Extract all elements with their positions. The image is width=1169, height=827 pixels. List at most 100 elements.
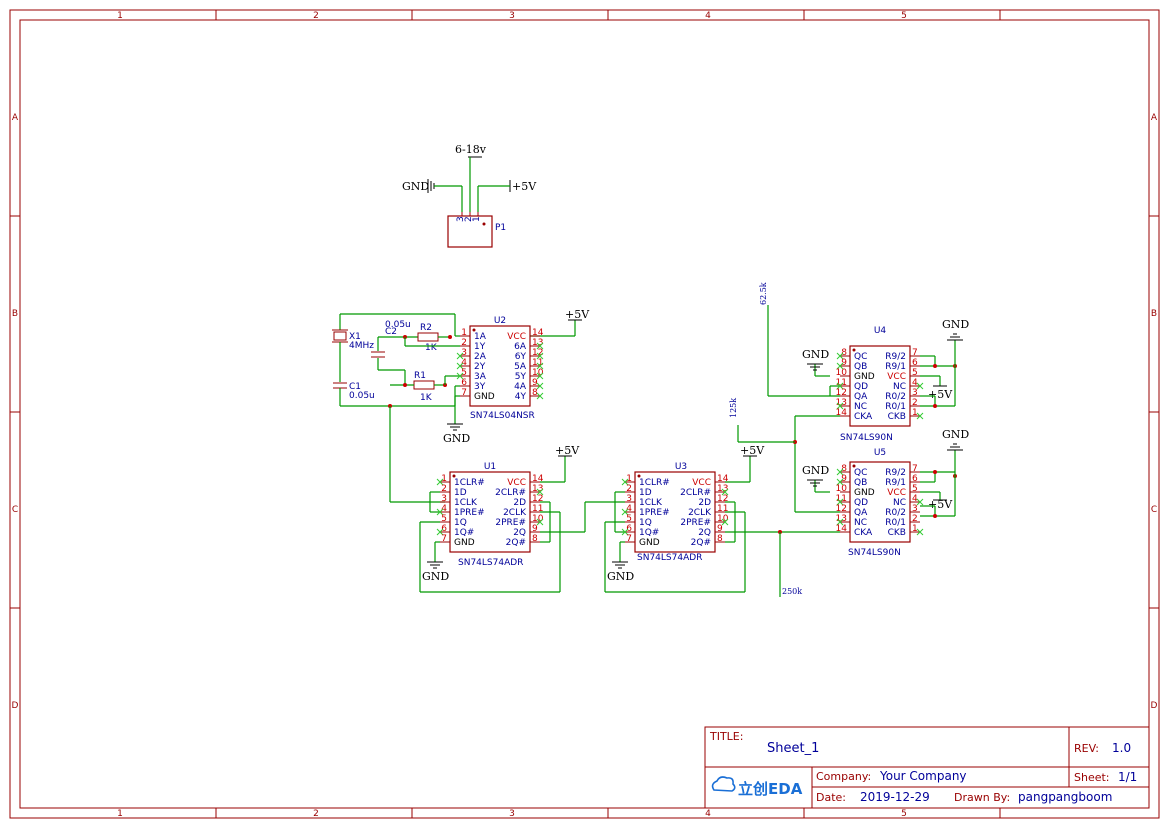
r2-value: 1K xyxy=(425,343,438,353)
u4-pin-name: QB xyxy=(854,362,867,372)
u2-pin-name: 1Y xyxy=(474,342,486,352)
u2-pin-number: 9 xyxy=(532,378,538,388)
ic-u5[interactable]: U5 SN74LS90N GND GND +5V xyxy=(802,428,969,558)
u5-pin-number: 7 xyxy=(912,464,918,474)
u5-pin-name: QC xyxy=(854,468,867,478)
col-label-top: 1 xyxy=(117,11,123,21)
u4-pin-name: NC xyxy=(854,402,867,412)
u1-pin-number: 5 xyxy=(441,514,447,524)
u5-pin-name: R0/1 xyxy=(885,518,906,528)
gnd-label-u4-left: GND xyxy=(802,348,829,361)
vcc-label-u4: +5V xyxy=(928,388,953,401)
u1-pin-name: 2Q# xyxy=(506,538,526,548)
row-label-right: C xyxy=(1151,505,1157,515)
u4-pin-number: 8 xyxy=(841,348,847,358)
u3-pin-name: GND xyxy=(639,538,660,548)
u1-pin-number: 2 xyxy=(441,484,447,494)
u3-pin-name: 2Q xyxy=(698,528,711,538)
u1-pin-number: 14 xyxy=(532,474,544,484)
crystal-x1[interactable] xyxy=(332,329,348,343)
u5-pin-number: 14 xyxy=(836,524,848,534)
ic-u4[interactable]: U4 SN74LS90N GND GND +5V xyxy=(802,318,969,443)
u4-pin-name: R9/2 xyxy=(885,352,906,362)
u3-pin-name: 1PRE# xyxy=(639,508,670,518)
u3-pin-name: 2CLK xyxy=(688,508,712,518)
u5-part: SN74LS90N xyxy=(848,548,901,558)
u1-pin-name: GND xyxy=(454,538,475,548)
u4-pin-number: 7 xyxy=(912,348,918,358)
no-connect-icon xyxy=(456,362,464,370)
c2-designator: C2 xyxy=(385,327,397,337)
u2-pin-name: 5A xyxy=(514,362,527,372)
no-connect-icon xyxy=(536,372,544,380)
no-connect-icon xyxy=(456,372,464,380)
u2-pin-name: 4Y xyxy=(515,392,527,402)
u1-pin-name: 1CLR# xyxy=(454,478,485,488)
u5-designator: U5 xyxy=(874,448,886,458)
capacitor-c1[interactable] xyxy=(333,382,347,389)
u3-pin-number: 13 xyxy=(717,484,728,494)
sheet-value: 1/1 xyxy=(1118,770,1137,784)
u2-pin-name: 4A xyxy=(514,382,527,392)
u2-part: SN74LS04NSR xyxy=(470,411,535,421)
u2-pin-name: GND xyxy=(474,392,495,402)
vcc-label-p1: +5V xyxy=(512,180,537,193)
no-connect-icon xyxy=(836,362,844,370)
p1-pin-label: 2 xyxy=(464,216,474,222)
resistor-r1[interactable] xyxy=(413,380,435,390)
u2-pin-number: 1 xyxy=(461,328,467,338)
u5-pin-number: 6 xyxy=(912,474,918,484)
no-connect-icon xyxy=(536,488,544,496)
sheet-label: Sheet: xyxy=(1074,771,1110,784)
u1-pin-name: 1D xyxy=(454,488,467,498)
u4-pin-number: 4 xyxy=(912,378,918,388)
u5-pin-name: R9/2 xyxy=(885,468,906,478)
u4-pin-number: 2 xyxy=(912,398,918,408)
ic-u1[interactable]: U1 SN74LS74ADR +5V GND xyxy=(422,444,580,583)
u1-pin-name: 2CLK xyxy=(503,508,527,518)
company-value: Your Company xyxy=(879,769,967,783)
u5-pin-number: 10 xyxy=(836,484,848,494)
p1-pin-label: 3 xyxy=(456,216,466,222)
drawn-by-label: Drawn By: xyxy=(954,791,1010,804)
u1-pin-name: 2PRE# xyxy=(495,518,526,528)
u4-pin-number: 5 xyxy=(912,368,918,378)
no-connect-icon xyxy=(536,362,544,370)
u2-designator: U2 xyxy=(494,316,506,326)
u1-pin-number: 8 xyxy=(532,534,538,544)
ic-u3[interactable]: U3 SN74LS74ADR +5V GND xyxy=(607,444,765,583)
u3-pin-number: 2 xyxy=(626,484,632,494)
u1-pin-name: 1PRE# xyxy=(454,508,485,518)
connector-p1[interactable] xyxy=(447,215,493,248)
drawn-by-value: pangpangboom xyxy=(1018,790,1112,804)
u1-pin-number: 9 xyxy=(532,524,538,534)
gnd-label-u5-right: GND xyxy=(942,428,969,441)
sheet-frame: 1 2 3 4 5 1 2 3 4 5 A B C D A B C D xyxy=(9,9,1160,819)
u2-pin-number: 14 xyxy=(532,328,544,338)
p1-designator: P1 xyxy=(495,223,506,233)
net-label-250k: 250k xyxy=(782,587,802,596)
capacitor-c2[interactable] xyxy=(371,351,385,358)
vcc-label-u3: +5V xyxy=(740,444,765,457)
u1-pin-name: 2D xyxy=(513,498,526,508)
resistor-r2[interactable] xyxy=(417,332,439,342)
ic-u2[interactable]: U2 SN74LS04NSR +5V GND xyxy=(443,308,590,445)
u2-pin-number: 6 xyxy=(461,378,467,388)
u2-pin-name: 2Y xyxy=(474,362,486,372)
no-connect-icon xyxy=(721,518,729,526)
u2-pin-name: 1A xyxy=(474,332,487,342)
u1-pin-name: 1CLK xyxy=(454,498,478,508)
col-label-bottom: 2 xyxy=(313,809,319,819)
u4-pin-name: R9/1 xyxy=(885,362,906,372)
row-label-right: B xyxy=(1151,309,1157,319)
no-connect-icon xyxy=(536,342,544,350)
gnd-label-u2: GND xyxy=(443,432,470,445)
u4-pin-name: R0/1 xyxy=(885,402,906,412)
no-connect-icon xyxy=(721,488,729,496)
u2-pin-number: 12 xyxy=(532,348,543,358)
